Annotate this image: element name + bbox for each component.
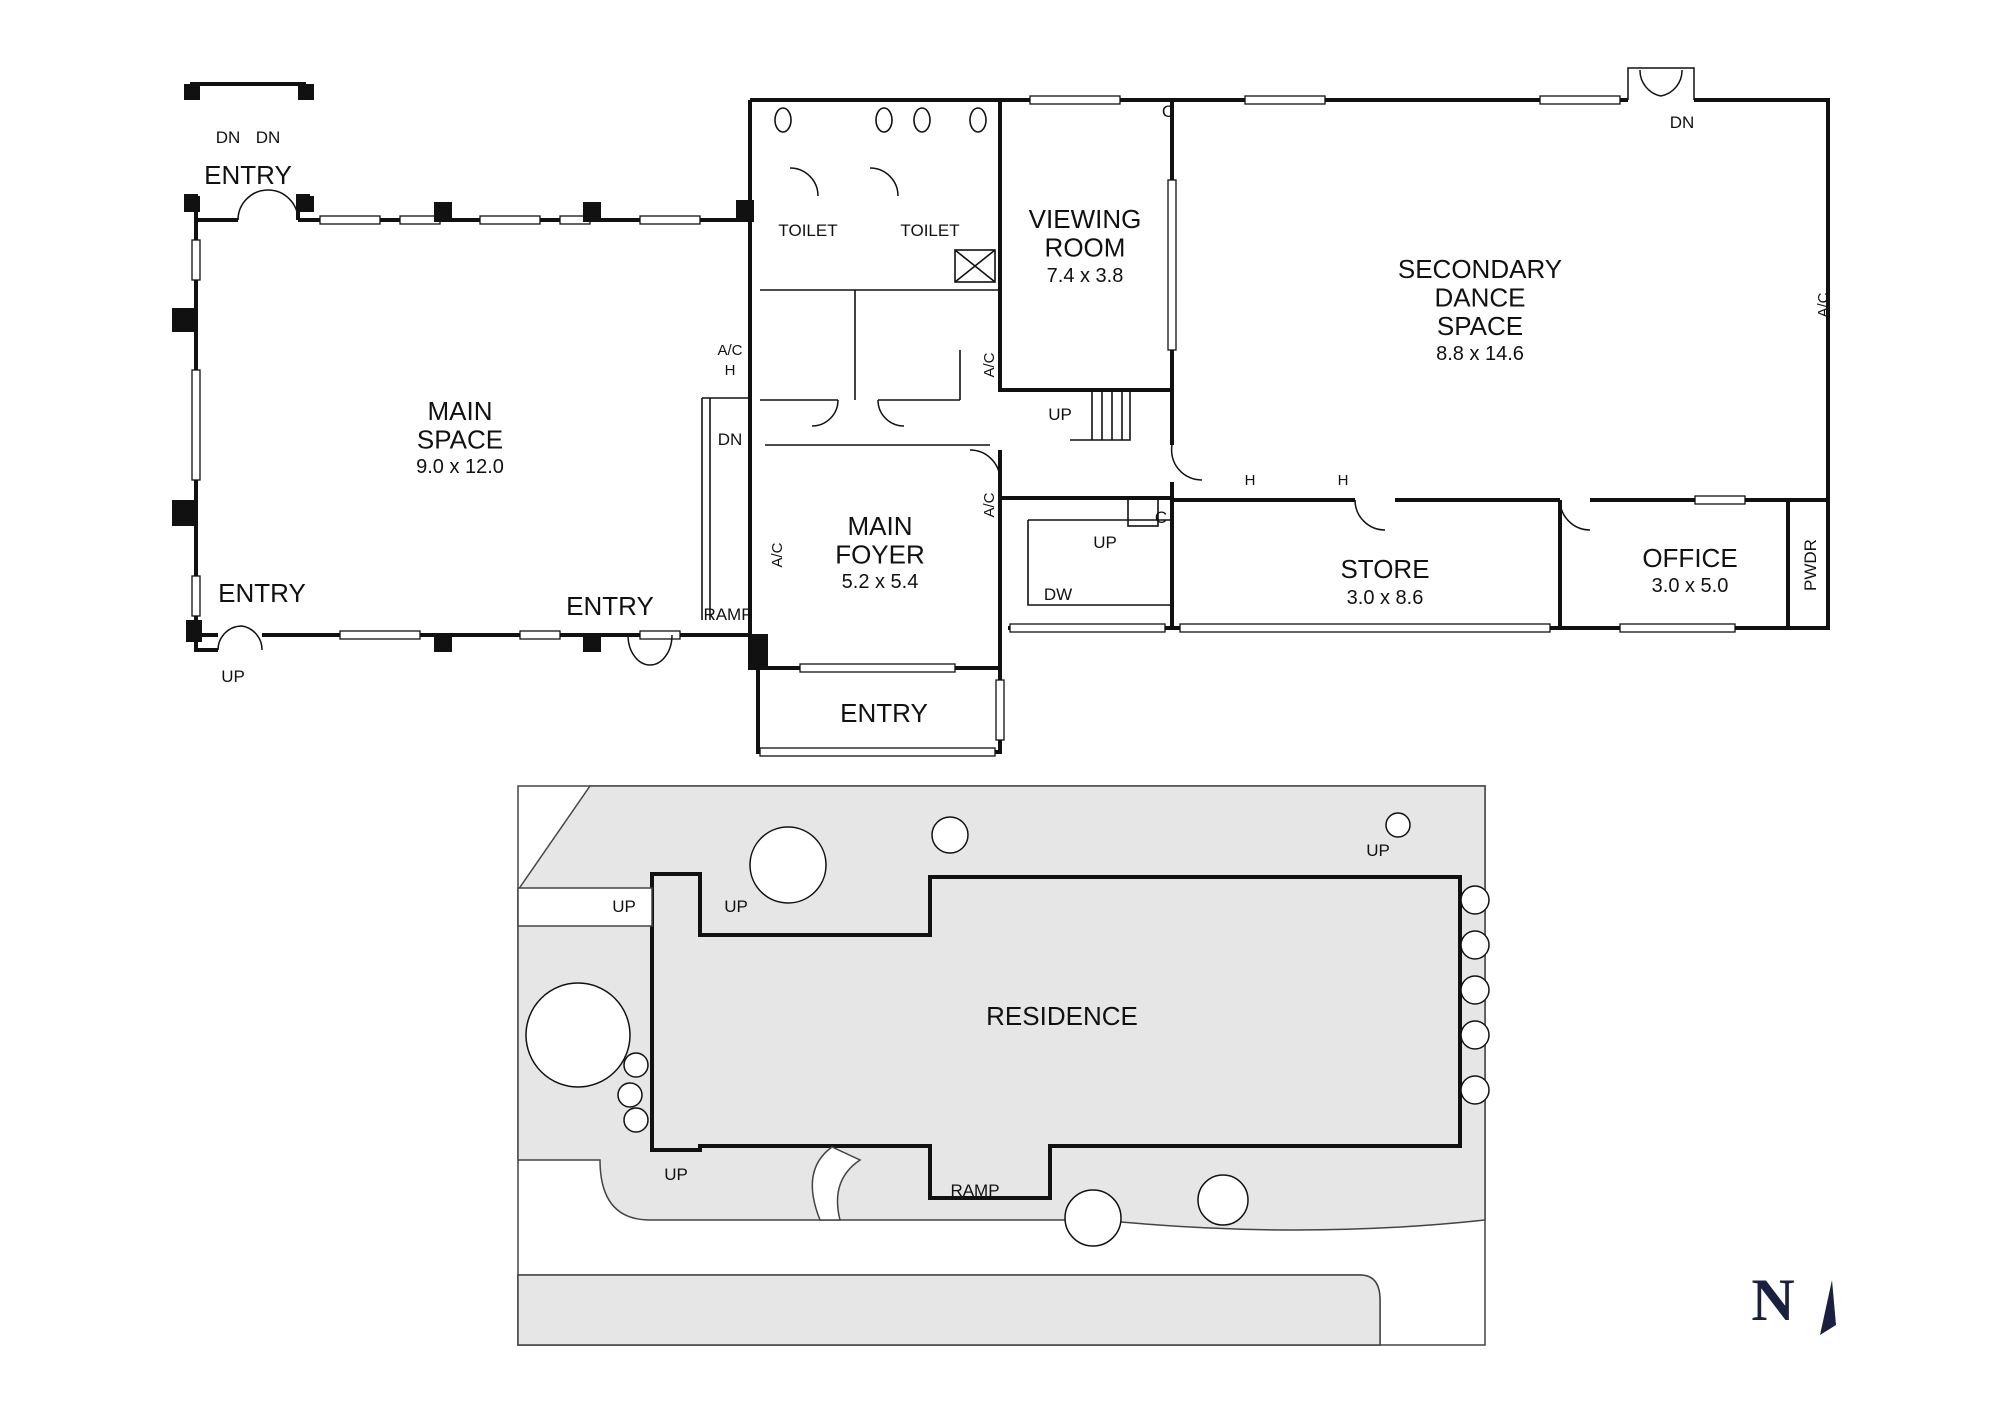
ac-label-4: A/C xyxy=(769,542,786,567)
up-label-2: UP xyxy=(1048,405,1072,424)
wall-columns xyxy=(172,84,768,670)
dn-label-3: DN xyxy=(718,430,743,449)
entry-nw-label: ENTRY xyxy=(204,160,292,190)
residence-label: RESIDENCE xyxy=(986,1001,1138,1031)
h-label-3: H xyxy=(1338,472,1349,489)
up-label-6: UP xyxy=(664,1165,688,1184)
store-dim: 3.0 x 8.6 xyxy=(1347,587,1424,609)
c-label-2: C xyxy=(1155,508,1167,527)
office-label: OFFICE xyxy=(1642,543,1737,573)
entry-south-label: ENTRY xyxy=(840,698,928,728)
toilet-2-label: TOILET xyxy=(900,221,959,240)
up-label-7: UP xyxy=(1366,841,1390,860)
entry-sw-label: ENTRY xyxy=(218,578,306,608)
ac-label-3: A/C xyxy=(981,492,998,517)
residence-building xyxy=(650,872,1462,1200)
secondary-dance-dim: 8.8 x 14.6 xyxy=(1436,343,1524,365)
up-label-3: UP xyxy=(1093,533,1117,552)
annotation-labels: DN DN DN DN UP UP UP UP UP UP UP RAMP RA… xyxy=(216,102,1832,1200)
ac-label-5: A/C xyxy=(1815,292,1832,317)
dn-label-1: DN xyxy=(216,128,241,147)
up-label-4: UP xyxy=(612,897,636,916)
main-space-dim: 9.0 x 12.0 xyxy=(416,456,504,478)
h-label-2: H xyxy=(1245,472,1256,489)
toilet-1-label: TOILET xyxy=(778,221,837,240)
up-label-5: UP xyxy=(724,897,748,916)
viewing-room-dim: 7.4 x 3.8 xyxy=(1047,265,1124,287)
site-plan xyxy=(517,785,1486,1346)
toilet-fixtures xyxy=(774,107,996,283)
ac-label-1: A/C xyxy=(717,342,742,359)
ramp-label-2: RAMP xyxy=(950,1181,999,1200)
store-label: STORE xyxy=(1340,554,1429,584)
doors xyxy=(217,67,1695,666)
office-dim: 3.0 x 5.0 xyxy=(1652,575,1729,597)
dn-label-4: DN xyxy=(1670,113,1695,132)
entry-ramp-label: ENTRY xyxy=(566,591,654,621)
north-arrow: N xyxy=(1751,1267,1836,1335)
north-letter: N xyxy=(1751,1267,1794,1333)
ramp-label-1: RAMP xyxy=(703,605,752,624)
c-label-1: C xyxy=(1162,102,1174,121)
dw-label: DW xyxy=(1044,585,1072,604)
north-arrow-icon xyxy=(1820,1280,1836,1335)
ac-label-2: A/C xyxy=(981,352,998,377)
main-foyer-dim: 5.2 x 5.4 xyxy=(842,571,919,593)
windows xyxy=(191,95,1746,757)
h-label-1: H xyxy=(725,362,736,379)
pwdr-label: PWDR xyxy=(1801,539,1820,591)
site-trees xyxy=(525,812,1490,1247)
up-label-1: UP xyxy=(221,667,245,686)
dn-label-2: DN xyxy=(256,128,281,147)
